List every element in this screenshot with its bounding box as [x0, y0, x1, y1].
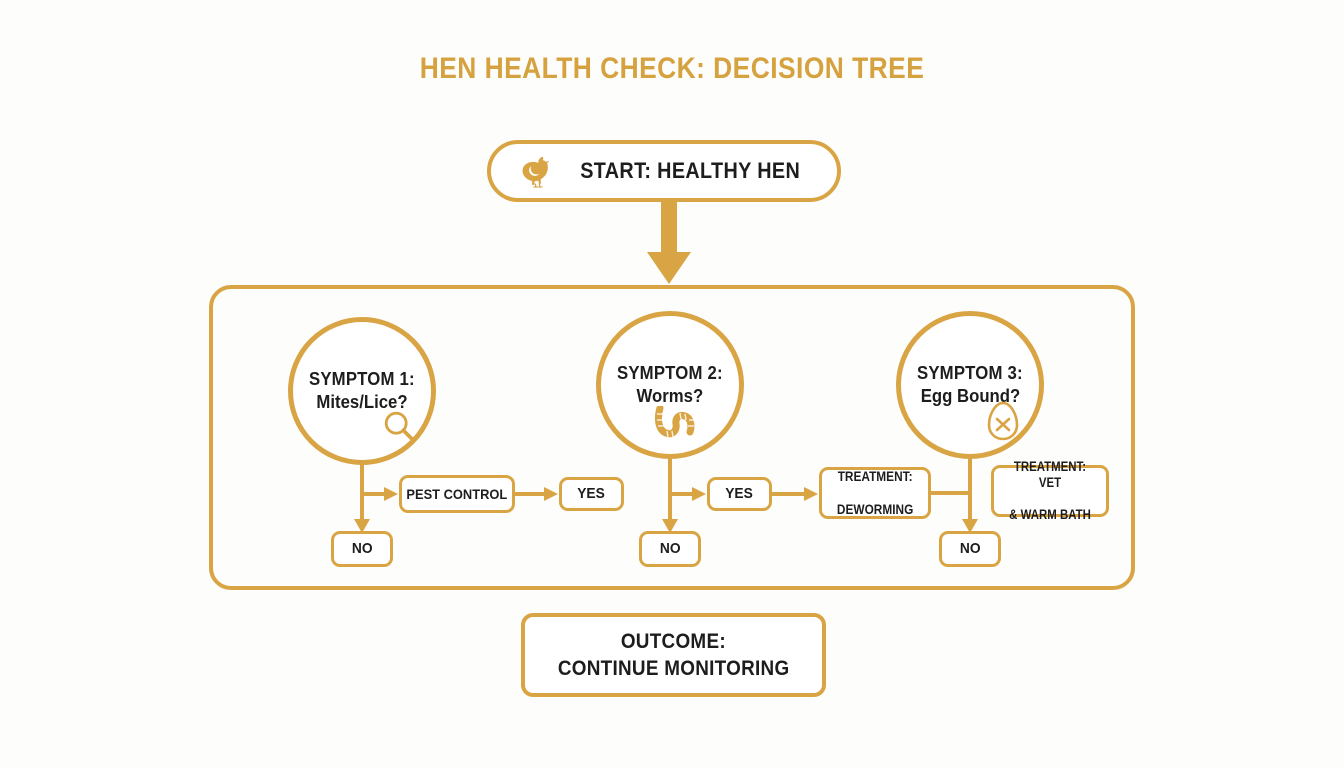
vet-label: TREATMENT: VET & WARM BATH	[998, 459, 1101, 523]
outcome-line-2: CONTINUE MONITORING	[557, 656, 790, 680]
yes-box-symptom-2[interactable]: YES	[707, 477, 772, 511]
action-box-pest-control[interactable]: PEST CONTROL	[399, 475, 515, 513]
yes-box-symptom-1[interactable]: YES	[559, 477, 624, 511]
symptom-1-question: Mites/Lice?	[316, 392, 408, 412]
no-box-symptom-3[interactable]: NO	[939, 531, 1001, 567]
symptom-2-question: Worms?	[636, 386, 704, 406]
deworming-label: TREATMENT: DEWORMING	[833, 468, 916, 518]
start-node[interactable]: START: HEALTHY HEN	[487, 140, 841, 202]
page-title: HEN HEALTH CHECK: DECISION TREE	[419, 52, 925, 85]
symptom-group-container	[209, 285, 1135, 590]
no-box-symptom-1[interactable]: NO	[331, 531, 393, 567]
symptom-3-title: SYMPTOM 3:	[917, 363, 1023, 383]
no-label-3: NO	[959, 540, 981, 558]
down-arrow-icon	[647, 200, 691, 284]
no-box-symptom-2[interactable]: NO	[639, 531, 701, 567]
start-node-label: START: HEALTHY HEN	[580, 158, 800, 183]
no-label-2: NO	[659, 540, 681, 558]
vet-line-1: TREATMENT: VET	[1013, 459, 1087, 491]
symptom-node-2[interactable]: SYMPTOM 2: Worms?	[596, 311, 744, 459]
hen-icon	[522, 156, 550, 188]
egg-x-icon	[987, 401, 1019, 441]
deworming-line-2: DEWORMING	[836, 501, 914, 518]
pest-control-label: PEST CONTROL	[406, 485, 508, 502]
no-label-1: NO	[351, 540, 373, 558]
symptom-node-1[interactable]: SYMPTOM 1: Mites/Lice?	[288, 317, 436, 465]
deworming-line-1: TREATMENT:	[837, 468, 913, 485]
yes-label-2: YES	[725, 485, 754, 503]
vet-line-2: & WARM BATH	[1009, 506, 1091, 522]
outcome-line-1: OUTCOME:	[620, 629, 727, 653]
action-box-vet-warm-bath[interactable]: TREATMENT: VET & WARM BATH	[991, 459, 1109, 522]
yes-label-1: YES	[577, 485, 606, 503]
symptom-2-title: SYMPTOM 2:	[617, 363, 723, 383]
worm-icon	[654, 406, 695, 438]
outcome-node[interactable]: OUTCOME: CONTINUE MONITORING	[521, 613, 826, 697]
symptom-1-title: SYMPTOM 1:	[309, 369, 415, 389]
magnifier-icon	[384, 411, 416, 443]
symptom-3-question: Egg Bound?	[920, 386, 1020, 406]
action-box-deworming[interactable]: TREATMENT: DEWORMING	[819, 467, 931, 519]
symptom-node-3[interactable]: SYMPTOM 3: Egg Bound?	[896, 311, 1044, 459]
